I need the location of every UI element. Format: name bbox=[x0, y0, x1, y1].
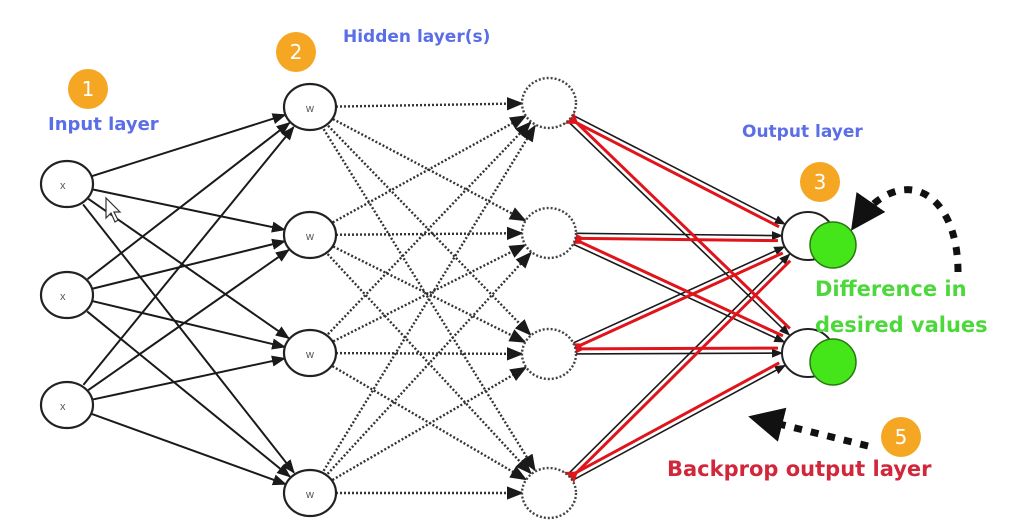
output-layer-label: Output layer bbox=[742, 122, 863, 142]
hidden1-node: w bbox=[282, 468, 338, 518]
edge-input-1-hidden1-1 bbox=[92, 238, 287, 290]
edge-input-1-hidden1-2 bbox=[92, 300, 287, 350]
edge-hidden1-2-hidden2-2 bbox=[335, 347, 524, 361]
input-node: x bbox=[39, 159, 95, 209]
edge-hidden1-2-hidden2-3 bbox=[331, 365, 528, 481]
hidden2-node bbox=[520, 76, 578, 130]
hidden2-node bbox=[520, 206, 578, 260]
edge-hidden2-2-output-1 bbox=[575, 348, 784, 358]
edge-input-2-hidden1-1 bbox=[87, 249, 290, 391]
difference-label-line1: Difference in bbox=[815, 277, 967, 301]
hidden1-node-circle bbox=[282, 82, 338, 132]
hidden1-node: w bbox=[282, 328, 338, 378]
backprop-arrow-output-0-hidden2-2 bbox=[579, 251, 784, 346]
badge-2: 2 bbox=[276, 32, 316, 72]
badge-5: 5 bbox=[881, 417, 921, 457]
hidden2-node bbox=[520, 327, 578, 381]
hidden2-node-circle bbox=[520, 76, 578, 130]
input-node: x bbox=[39, 380, 95, 430]
badge-3: 3 bbox=[800, 162, 840, 202]
edge-hidden2-0-output-1 bbox=[567, 121, 791, 336]
output-node bbox=[781, 211, 857, 269]
edge-input-2-hidden1-2 bbox=[92, 355, 286, 401]
backprop-output-label: Backprop output layer bbox=[667, 457, 932, 481]
hidden1-node-label: w bbox=[305, 349, 314, 361]
input-node-circle bbox=[39, 270, 95, 320]
badge-5-number: 5 bbox=[895, 425, 908, 449]
edge-hidden2-0-output-0 bbox=[572, 114, 786, 225]
edge-hidden1-3-hidden2-0 bbox=[322, 124, 536, 472]
hidden1-node: w bbox=[282, 210, 338, 260]
edge-hidden1-0-hidden2-2 bbox=[327, 124, 532, 336]
output-node bbox=[781, 328, 857, 386]
input-layer-label: Input layer bbox=[48, 114, 159, 135]
backprop-arrow-output-1-hidden2-2 bbox=[580, 348, 778, 349]
hidden1-node-label: w bbox=[305, 231, 314, 243]
input-node-circle bbox=[39, 380, 95, 430]
edge-hidden2-2-output-0 bbox=[573, 246, 786, 344]
badge-2-number: 2 bbox=[290, 40, 303, 64]
hidden2-node-circle bbox=[520, 327, 578, 381]
edge-hidden1-1-hidden2-0 bbox=[332, 115, 527, 224]
input-to-hidden1-edges bbox=[82, 113, 295, 486]
edge-hidden1-2-hidden2-0 bbox=[327, 121, 532, 336]
edge-hidden2-1-output-1 bbox=[573, 243, 786, 343]
hidden1-node-circle bbox=[282, 468, 338, 518]
badge-1-number: 1 bbox=[82, 77, 95, 101]
output-difference-indicator bbox=[809, 338, 857, 386]
hidden1-node-label: w bbox=[305, 489, 314, 501]
hidden1-node-circle bbox=[282, 328, 338, 378]
hidden2-node-circle bbox=[520, 466, 578, 520]
input-node-label: x bbox=[60, 180, 66, 192]
difference-feedback-arrow bbox=[851, 186, 962, 273]
edge-hidden1-1-hidden2-1 bbox=[335, 226, 524, 241]
input-node-label: x bbox=[60, 291, 66, 303]
hidden1-node-label: w bbox=[305, 103, 314, 115]
edge-input-2-hidden1-3 bbox=[91, 412, 287, 486]
backprop-pointer-arrow bbox=[748, 407, 869, 450]
backprop-arrow-output-1-hidden2-1 bbox=[579, 241, 784, 338]
backprop-arrow-output-0-hidden2-1 bbox=[580, 238, 778, 240]
input-node-circle bbox=[39, 159, 95, 209]
edge-input-0-hidden1-2 bbox=[87, 198, 290, 339]
edge-hidden1-0-hidden2-0 bbox=[335, 96, 524, 111]
output-difference-indicator bbox=[809, 221, 857, 269]
hidden1-to-hidden2-edges bbox=[322, 96, 536, 500]
difference-label-line2: desired values bbox=[815, 313, 988, 337]
hidden2-node bbox=[520, 466, 578, 520]
backprop-arrow-output-0-hidden2-0 bbox=[574, 122, 780, 229]
hidden-layers-label: Hidden layer(s) bbox=[343, 27, 490, 47]
input-node: x bbox=[39, 270, 95, 320]
edge-input-0-hidden1-0 bbox=[91, 113, 287, 178]
edge-hidden2-3-output-1 bbox=[572, 364, 787, 481]
backprop-arrow-output-1-hidden2-3 bbox=[574, 361, 780, 474]
badge-1: 1 bbox=[68, 69, 108, 109]
hidden2-node-circle bbox=[520, 206, 578, 260]
hidden1-node: w bbox=[282, 82, 338, 132]
hidden1-node-circle bbox=[282, 210, 338, 260]
network-nodes: x x x w w w w bbox=[39, 76, 857, 520]
input-node-label: x bbox=[60, 401, 66, 413]
edge-input-1-hidden1-0 bbox=[86, 122, 291, 280]
backprop-arrow-output-0-hidden2-3 bbox=[575, 259, 792, 475]
backprop-arrow-output-1-hidden2-0 bbox=[575, 121, 791, 330]
badge-3-number: 3 bbox=[814, 170, 827, 194]
edge-input-0-hidden1-3 bbox=[82, 203, 295, 474]
mouse-pointer-icon bbox=[105, 196, 122, 223]
edge-input-2-hidden1-0 bbox=[82, 126, 295, 386]
edge-hidden1-3-hidden2-2 bbox=[331, 366, 528, 481]
edge-hidden2-1-output-0 bbox=[575, 231, 784, 241]
backprop-arrows bbox=[574, 121, 792, 475]
edge-input-0-hidden1-1 bbox=[92, 188, 286, 233]
